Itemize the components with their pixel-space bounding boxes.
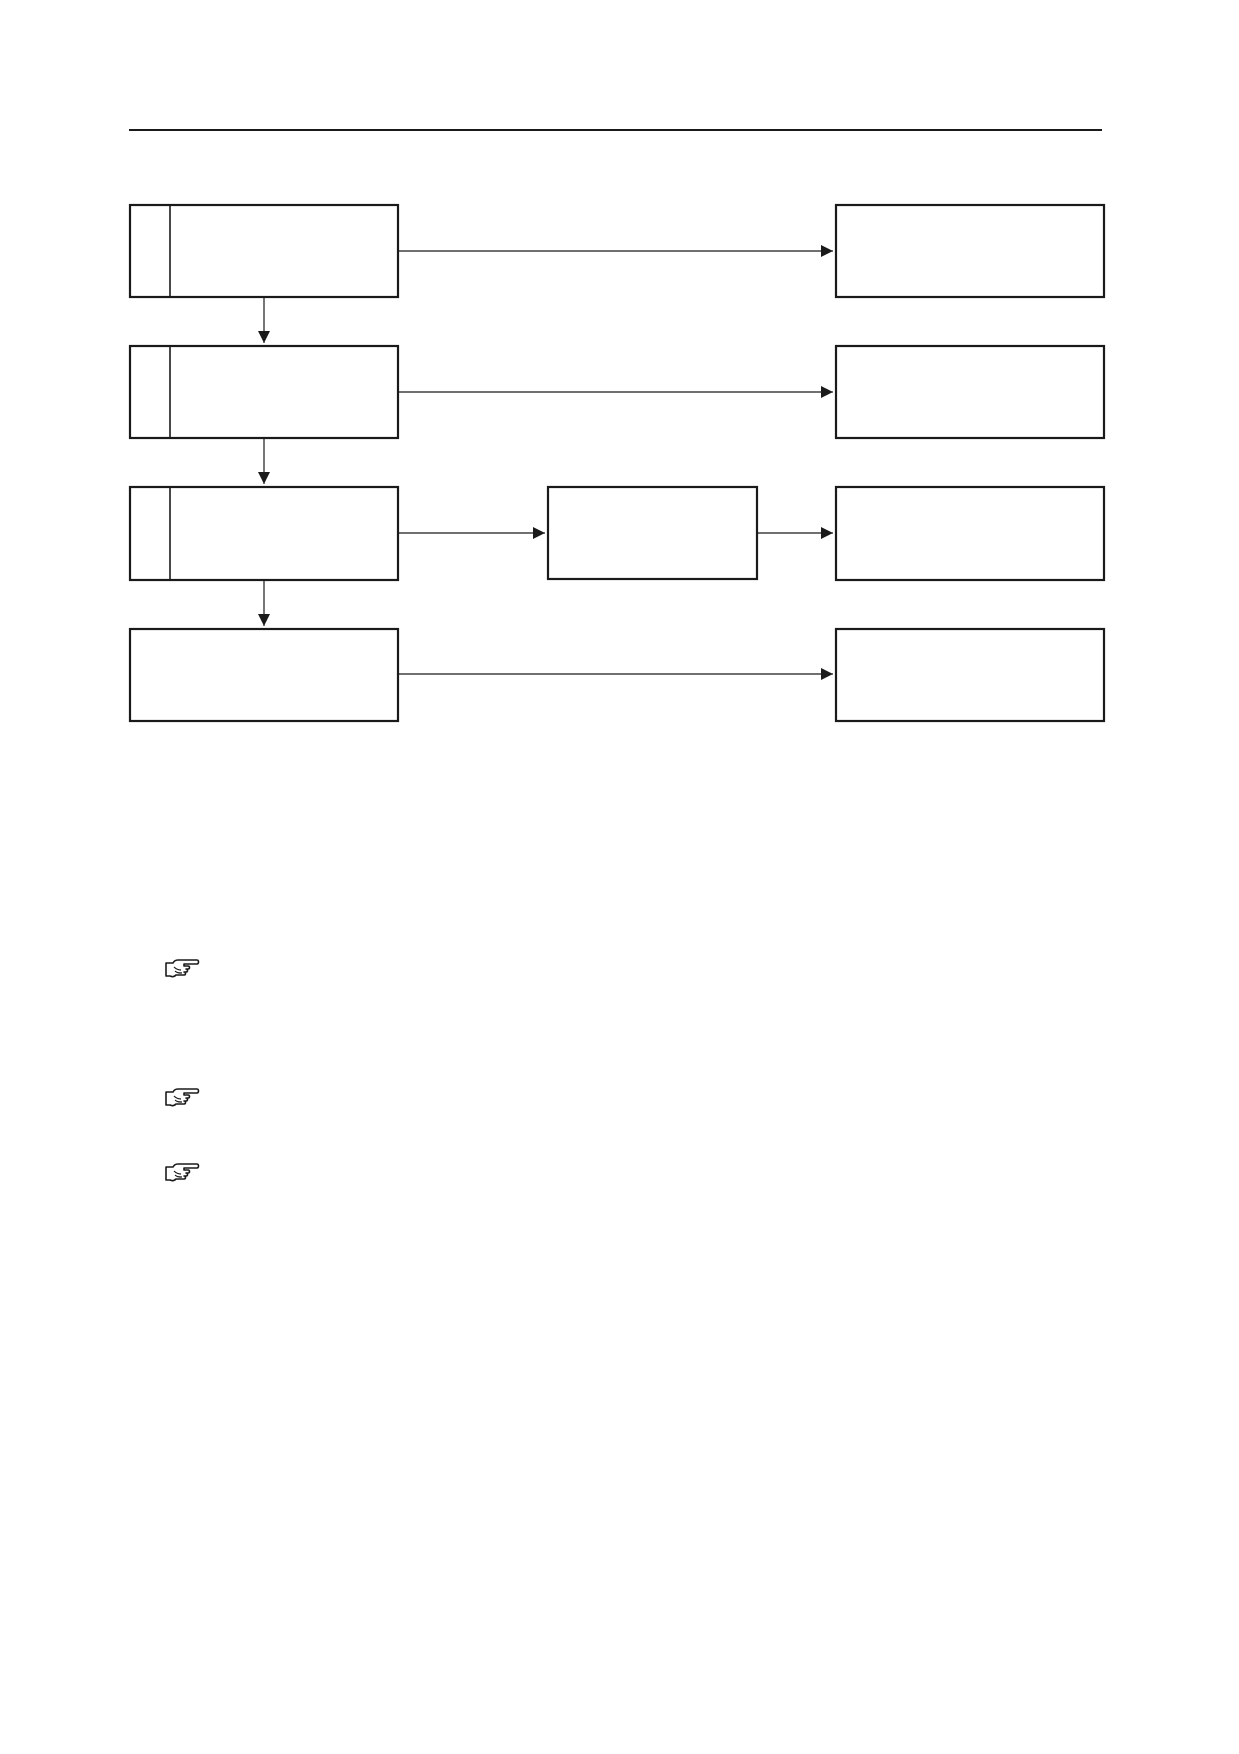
step-box-3 xyxy=(128,485,400,582)
result-box-4 xyxy=(834,627,1106,723)
reference-note-1 xyxy=(164,955,1064,983)
header-rule xyxy=(129,129,1102,131)
pointing-hand-icon xyxy=(165,1163,200,1182)
reference-note-2 xyxy=(164,1084,1064,1112)
pointing-hand-icon xyxy=(165,1088,200,1107)
pointing-hand-icon xyxy=(165,959,200,978)
step-box-4 xyxy=(128,627,400,723)
reference-note-3 xyxy=(164,1159,1064,1187)
step-box-2 xyxy=(128,344,400,440)
result-box-3 xyxy=(834,485,1106,582)
result-box-2 xyxy=(834,344,1106,440)
result-box-1 xyxy=(834,203,1106,299)
flowchart xyxy=(128,203,1106,723)
step-box-1 xyxy=(128,203,400,299)
intermediate-box xyxy=(546,485,759,581)
